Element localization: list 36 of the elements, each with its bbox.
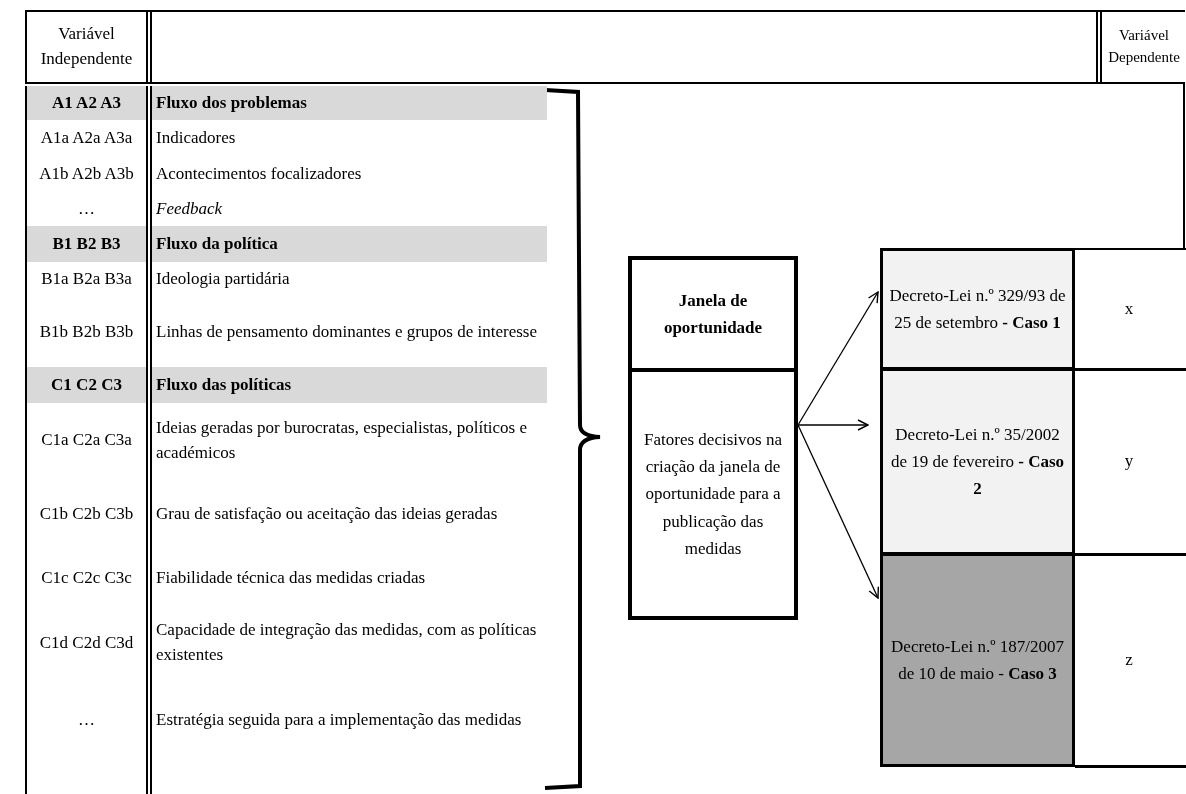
- indicator-text: Capacidade de integração das medidas, com as políticas existentes: [155, 619, 538, 666]
- column-header: Variável Dependente: [1107, 26, 1181, 67]
- outcome-value: y: [1123, 450, 1135, 473]
- indicator-text: Linhas de pensamento dominantes e grupos de interesse: [155, 320, 538, 343]
- case-box: Decreto-Lei n.º 329/93 de 25 de setembro - Caso 1: [880, 248, 1075, 370]
- indicator-text: Ideologia partidária: [155, 268, 291, 291]
- indicator-text: Feedback: [155, 197, 224, 220]
- case-box: Decreto-Lei n.º 35/2002 de 19 de fevereiro - Caso 2: [880, 368, 1075, 555]
- variable-code: A1a A2a A3a: [39, 126, 134, 149]
- indicator-text: Indicadores: [155, 126, 237, 149]
- indicator-text: Acontecimentos focalizadores: [155, 162, 363, 185]
- indicator-text: Ideias geradas por burocratas, especialistas, políticos e académicos: [155, 416, 529, 464]
- section-code: A1 A2 A3: [27, 86, 146, 120]
- variable-code: B1a B2a B3a: [40, 268, 133, 291]
- section-heading: Fluxo dos problemas: [152, 86, 547, 120]
- section-code: C1 C2 C3: [27, 367, 146, 403]
- variable-code: C1a C2a C3a: [40, 429, 133, 452]
- section-code: B1 B2 B3: [27, 226, 146, 262]
- indicator-text: Grau de satisfação ou aceitação das ideias geradas: [155, 502, 499, 525]
- column-header: Variável Independente: [39, 23, 134, 70]
- outcome-value: x: [1123, 297, 1135, 320]
- arrow: [797, 291, 879, 426]
- section-heading: Fluxo das políticas: [152, 367, 547, 403]
- outcome-value: z: [1124, 648, 1134, 671]
- variable-code: C1d C2d C3d: [38, 631, 135, 654]
- indicator-text: Estratégia seguida para a implementação das medidas: [155, 708, 523, 731]
- ellipsis: …: [77, 708, 96, 731]
- arrow: [797, 419, 869, 431]
- section-heading: Fluxo da política: [152, 226, 547, 262]
- ellipsis: …: [77, 197, 96, 220]
- variable-code: C1b C2b C3b: [38, 502, 135, 525]
- case-box: Decreto-Lei n.º 187/2007 de 10 de maio - Caso 3: [880, 553, 1075, 767]
- variable-code: C1c C2c C3c: [40, 566, 133, 589]
- variable-code: A1b A2b A3b: [38, 162, 135, 185]
- indicator-text: Fiabilidade técnica das medidas criadas: [155, 566, 427, 589]
- variable-code: B1b B2b B3b: [38, 320, 135, 343]
